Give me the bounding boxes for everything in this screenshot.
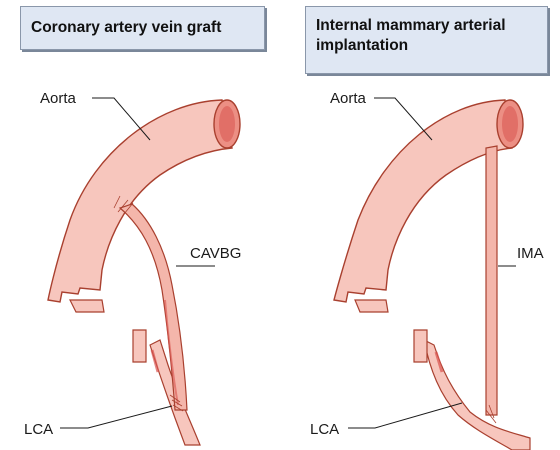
right-aorta-label: Aorta [330,90,367,107]
right-ima-label: IMA [517,245,544,262]
left-graft-label: CAVBG [190,245,241,262]
left-lca-leader [60,406,172,428]
right-ima-vessel [486,146,497,415]
left-aorta-label: Aorta [40,90,77,107]
right-diagram: Aorta IMA LCA [310,90,544,450]
left-diagram: Aorta CAVBG LCA [24,90,241,445]
left-lca-label: LCA [24,421,53,438]
left-lca-stub [133,330,146,362]
right-lca-label: LCA [310,421,339,438]
left-aorta [48,100,232,302]
right-lca-vessel [424,340,530,450]
right-lca-leader [348,403,462,428]
right-lca-stub [414,330,427,362]
left-vein-graft [120,204,187,410]
